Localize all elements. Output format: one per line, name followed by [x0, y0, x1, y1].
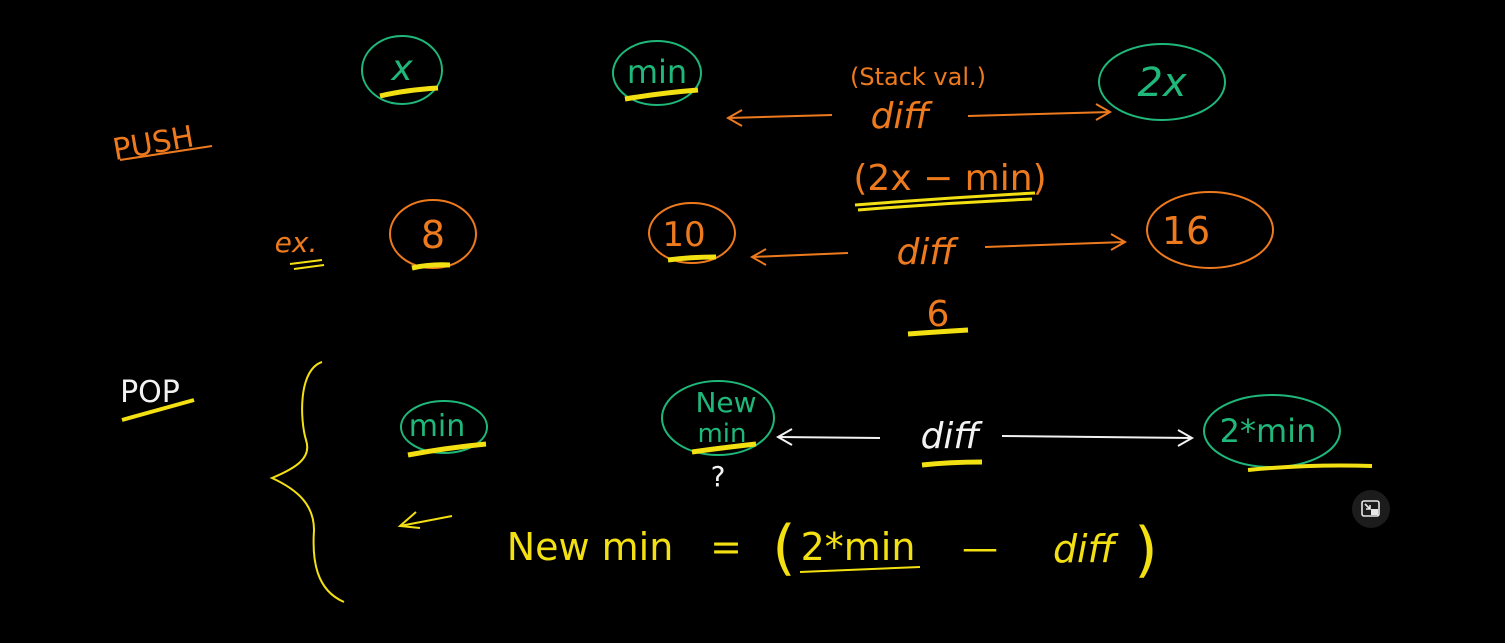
pop-min-highlight: [407, 441, 487, 458]
example-diff-value-highlight: [907, 327, 969, 337]
example-min-node-label: 10: [662, 215, 705, 255]
example-min-node-circle: [648, 202, 736, 264]
example-x-highlight: [411, 262, 451, 271]
push-underline: [119, 145, 213, 161]
push-formula-highlight-1: [854, 191, 1036, 207]
example-2x-node-circle: [1146, 191, 1274, 269]
push-arrow-to-2x: [967, 111, 1111, 117]
pop-formula-close-paren: ): [1134, 515, 1157, 585]
pop-curly-brace: [269, 361, 345, 603]
pop-arrow-to-2min-head: [1177, 429, 1195, 447]
pop-formula-minus: —: [962, 528, 998, 569]
pop-left-arrow-head: [397, 511, 421, 529]
push-diff-label: diff: [871, 96, 934, 137]
example-arrow-to-16: [984, 241, 1126, 248]
pop-formula-term1-underline: [799, 566, 921, 573]
push-label: PUSH: [110, 119, 196, 168]
pop-min-node-label: min: [409, 409, 466, 444]
example-underline: [289, 259, 325, 270]
push-min-node-circle: [612, 40, 702, 106]
pop-left-arrow: [399, 515, 453, 527]
push-x-node-circle: [361, 35, 443, 105]
example-x-node-label: 8: [421, 213, 445, 257]
pop-arrow-to-2min: [1001, 435, 1193, 439]
push-min-highlight: [624, 87, 699, 102]
example-2x-node-label: 16: [1162, 209, 1210, 253]
push-x-highlight: [379, 85, 439, 99]
picture-in-picture-icon: [1361, 499, 1381, 519]
example-label: ex.: [275, 226, 318, 259]
pop-question-mark: ?: [711, 460, 726, 493]
push-arrow-to-min: [727, 114, 833, 119]
example-x-node-circle: [389, 199, 477, 269]
pop-diff-label: diff: [921, 416, 984, 457]
pop-formula-equals: =: [710, 525, 742, 569]
pop-diff-highlight: [921, 459, 983, 468]
pop-new-min-line1: New: [695, 386, 756, 419]
push-arrow-to-2x-head: [1095, 103, 1113, 121]
push-2x-node-label: 2x: [1137, 60, 1186, 106]
pip-button[interactable]: [1352, 490, 1390, 528]
pop-min-node-circle: [400, 400, 488, 454]
push-stack-val-note: (Stack val.): [850, 63, 986, 91]
example-diff-value: 6: [927, 294, 950, 335]
example-min-highlight: [667, 254, 717, 263]
pop-formula-lhs: New min: [507, 525, 674, 569]
example-arrow-to-16-head: [1110, 233, 1128, 251]
pop-new-min-node-circle: [661, 380, 775, 456]
example-arrow-to-min: [751, 252, 849, 258]
example-diff-label: diff: [897, 232, 960, 273]
pop-new-min-highlight: [691, 441, 757, 455]
push-2x-node-circle: [1098, 43, 1226, 121]
pop-formula-term1: 2*min: [801, 525, 916, 569]
push-formula: (2x − min): [853, 158, 1046, 199]
pop-arrow-to-new-min-head: [775, 428, 793, 446]
pop-2min-node-label: 2*min: [1220, 412, 1317, 450]
push-formula-highlight-2: [857, 197, 1033, 212]
pop-arrow-to-new-min: [777, 436, 881, 439]
push-arrow-to-min-head: [725, 109, 743, 127]
pop-label: POP: [120, 375, 180, 410]
push-min-node-label: min: [627, 53, 687, 91]
pop-formula-term2: diff: [1053, 527, 1119, 571]
pop-formula-open-paren: (: [772, 513, 795, 583]
example-arrow-to-min-head: [749, 248, 767, 266]
push-x-node-label: x: [390, 48, 413, 89]
pop-highlight: [121, 398, 195, 422]
pop-2min-highlight: [1247, 463, 1373, 472]
